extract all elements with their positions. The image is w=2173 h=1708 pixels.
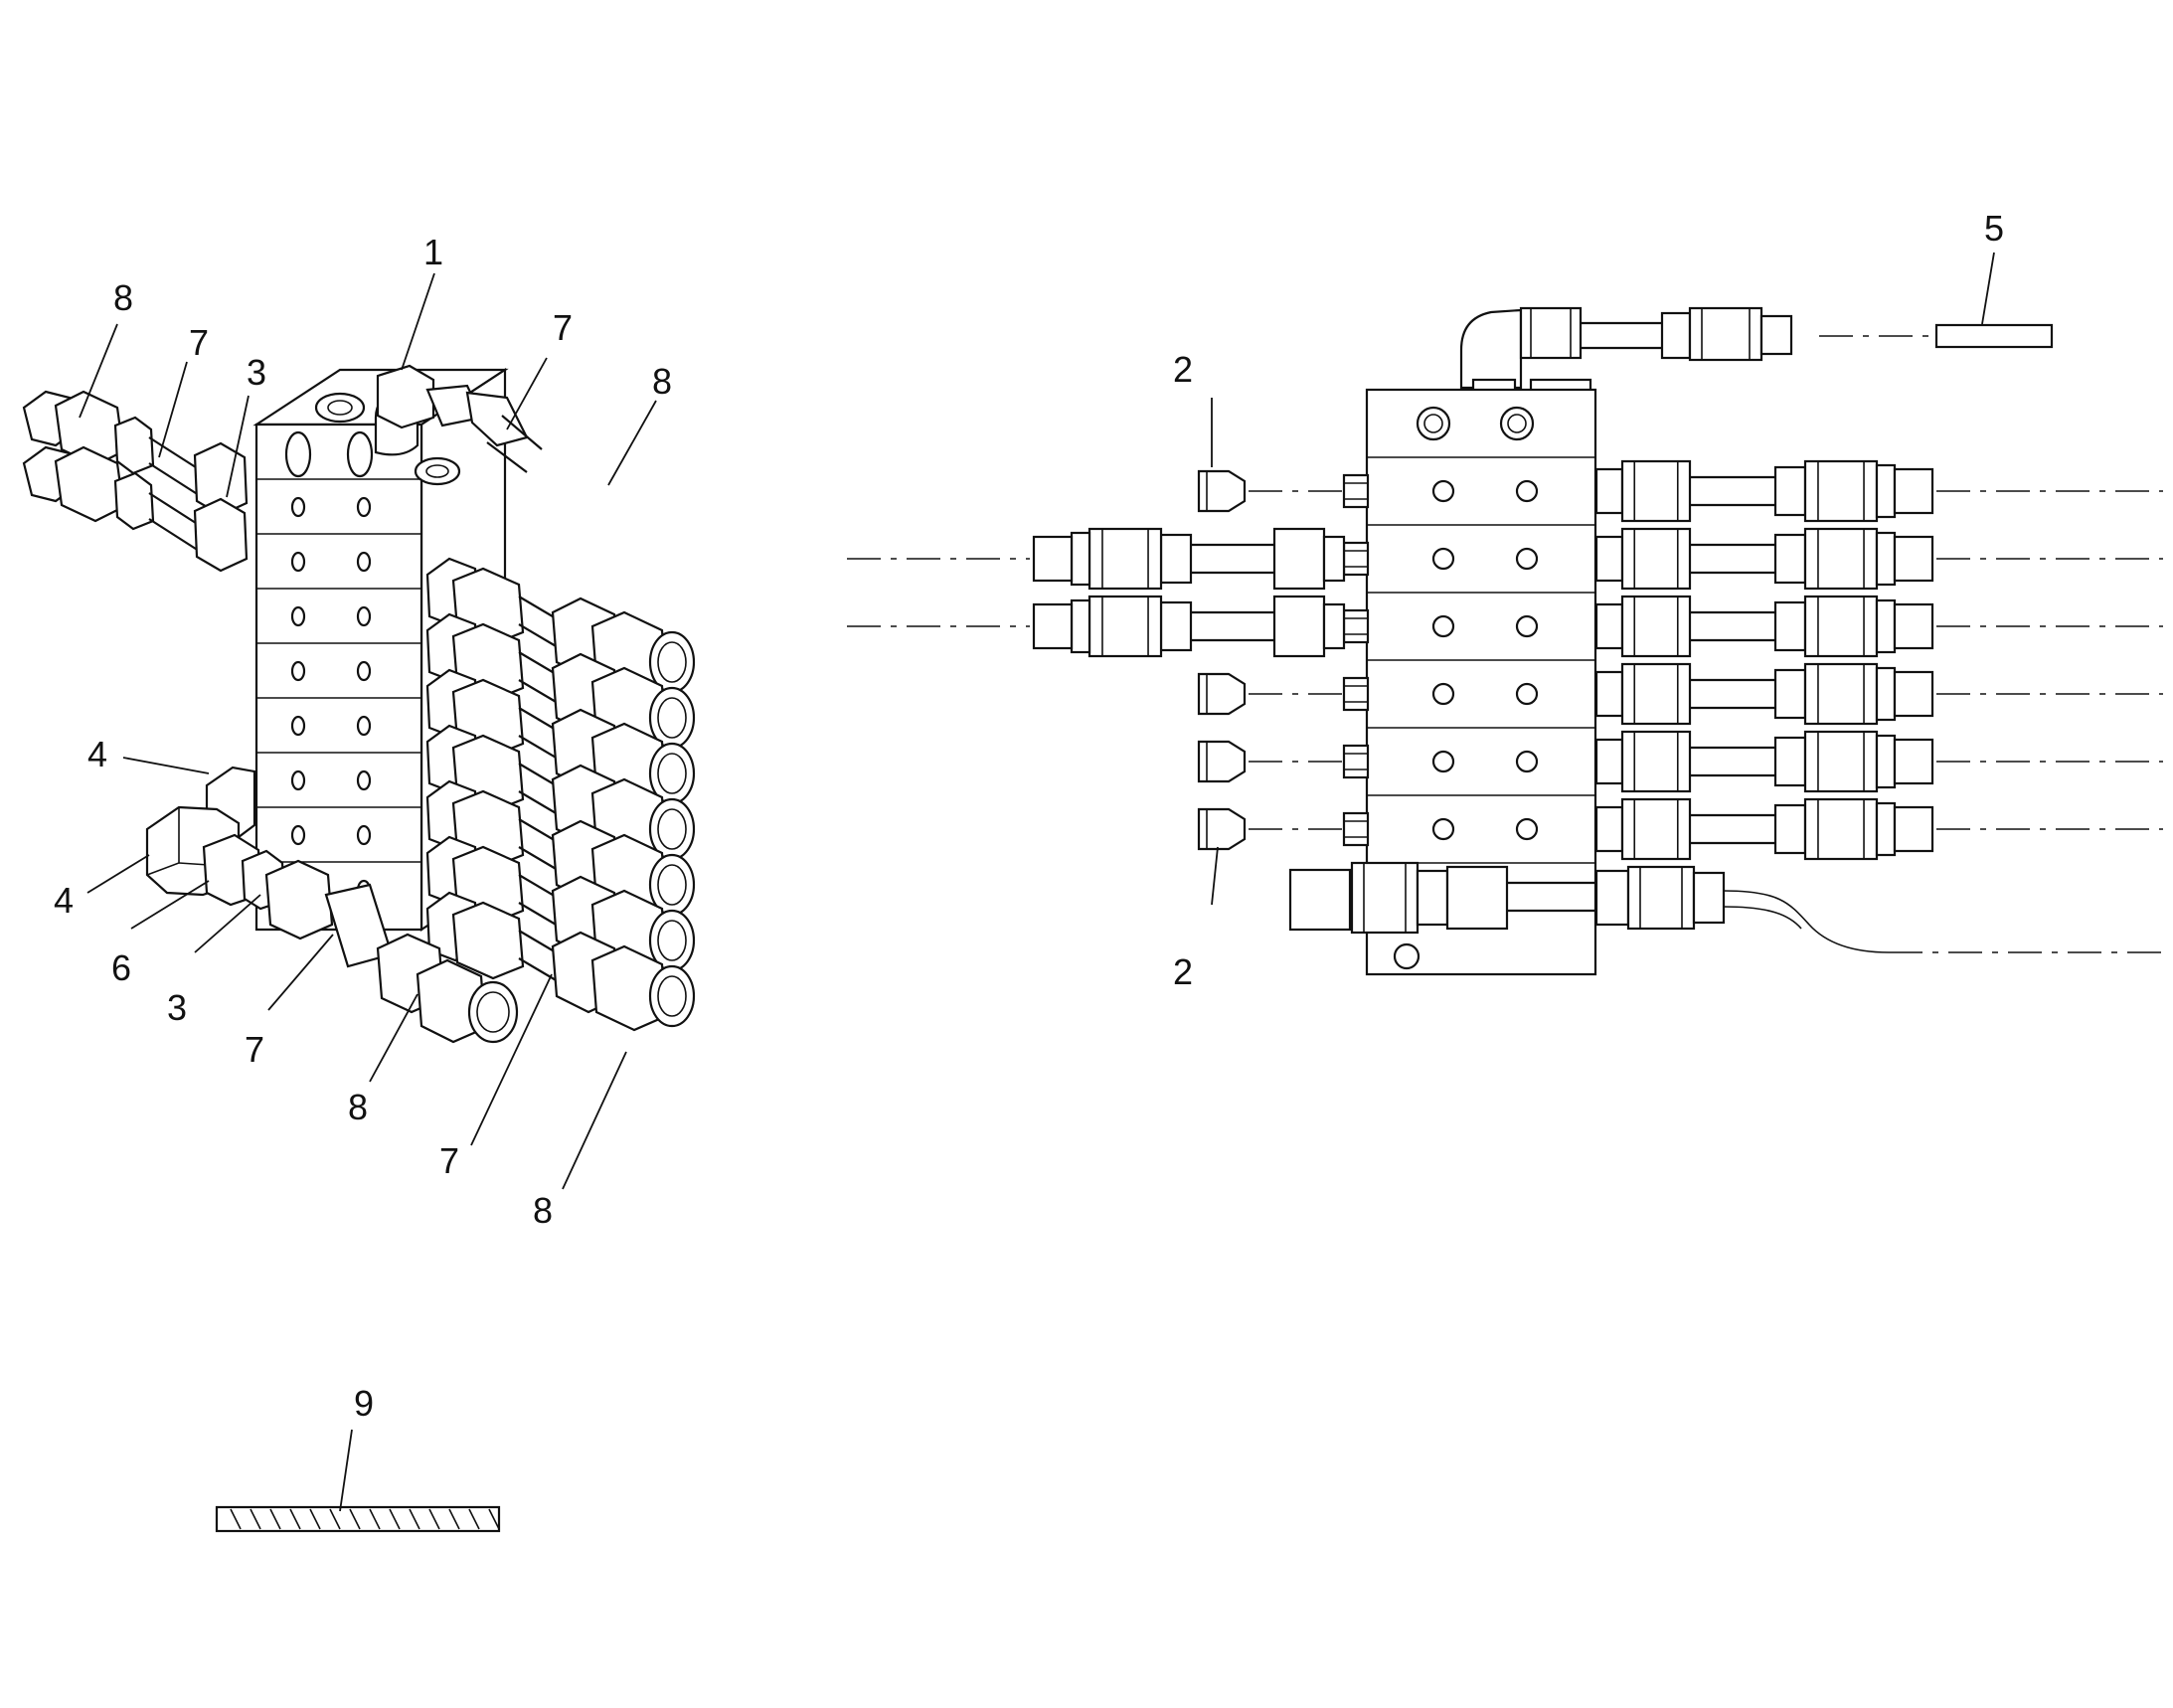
front-bottom-fitting [1288, 861, 2163, 953]
block-front-face [254, 423, 423, 932]
callout-1: 1 [423, 232, 443, 272]
elbow-nut [376, 364, 435, 429]
right-tube-assemblies [425, 557, 696, 1032]
mount-hole [1393, 942, 1421, 970]
callout-2-bottom: 2 [1173, 951, 1193, 992]
callout-7-lower-left: 7 [245, 1029, 264, 1070]
callout-8-lower-left: 8 [348, 1087, 368, 1127]
callout-3-lower: 3 [167, 987, 187, 1028]
callout-7-top-left: 7 [189, 322, 209, 363]
block-sections [256, 430, 421, 901]
callout-4-upper: 4 [87, 734, 107, 774]
item-5-rod [1934, 323, 2054, 349]
front-view-manifold [847, 306, 2163, 976]
callout-6: 6 [111, 947, 131, 988]
item-9-hatched-rod [215, 1505, 501, 1533]
leader-lines [79, 252, 1995, 1512]
callout-8-lower-right: 8 [533, 1190, 553, 1231]
callout-3-top-left: 3 [247, 352, 266, 393]
callout-7-top-right: 7 [553, 307, 573, 348]
callouts: 1 7 8 8 7 3 4 4 6 3 7 8 7 8 9 2 5 2 [54, 208, 2004, 1424]
front-elbow [1459, 308, 1523, 390]
top-socket-screw [314, 392, 366, 424]
front-elbow-nut [1519, 306, 1583, 360]
callout-8-top-right: 8 [652, 361, 672, 402]
rod-hatching [230, 1508, 500, 1530]
front-right-fittings [1594, 459, 2163, 861]
top-right-tube-assembly [425, 384, 543, 473]
nut-8-lower-face [467, 980, 519, 1044]
isometric-manifold [22, 364, 696, 1044]
callout-2-top: 2 [1173, 349, 1193, 390]
callout-5: 5 [1984, 208, 2004, 249]
callout-4-lower: 4 [54, 880, 74, 921]
callout-8-top-left: 8 [113, 277, 133, 318]
front-left-fittings [847, 469, 1370, 851]
callout-7-lower-right: 7 [439, 1140, 459, 1181]
tube-nut-lower [264, 859, 334, 940]
top-socket-screw-2 [414, 456, 461, 486]
left-tube-assemblies [22, 390, 249, 573]
callout-9: 9 [354, 1383, 374, 1424]
